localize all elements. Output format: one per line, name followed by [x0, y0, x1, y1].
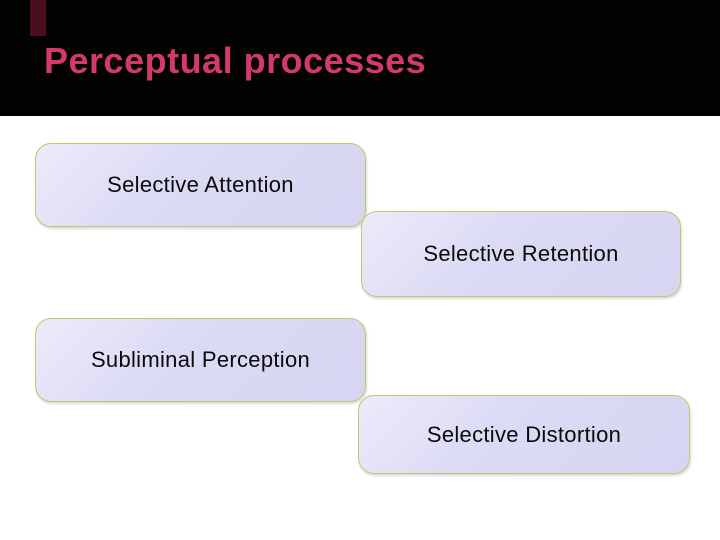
accent-bar [30, 0, 46, 36]
process-box-selective-distortion: Selective Distortion [358, 395, 690, 474]
process-box-label: Selective Attention [107, 172, 294, 197]
process-box-label: Selective Retention [423, 241, 619, 266]
process-box-selective-attention: Selective Attention [35, 143, 366, 227]
process-box-label: Subliminal Perception [90, 347, 311, 372]
slide-title: Perceptual processes [44, 40, 427, 81]
process-box-subliminal-perception: Subliminal Perception [35, 318, 366, 402]
process-box-selective-retention: Selective Retention [361, 211, 681, 297]
process-box-label: Selective Distortion [426, 421, 622, 447]
title-band: Perceptual processes [0, 0, 720, 116]
